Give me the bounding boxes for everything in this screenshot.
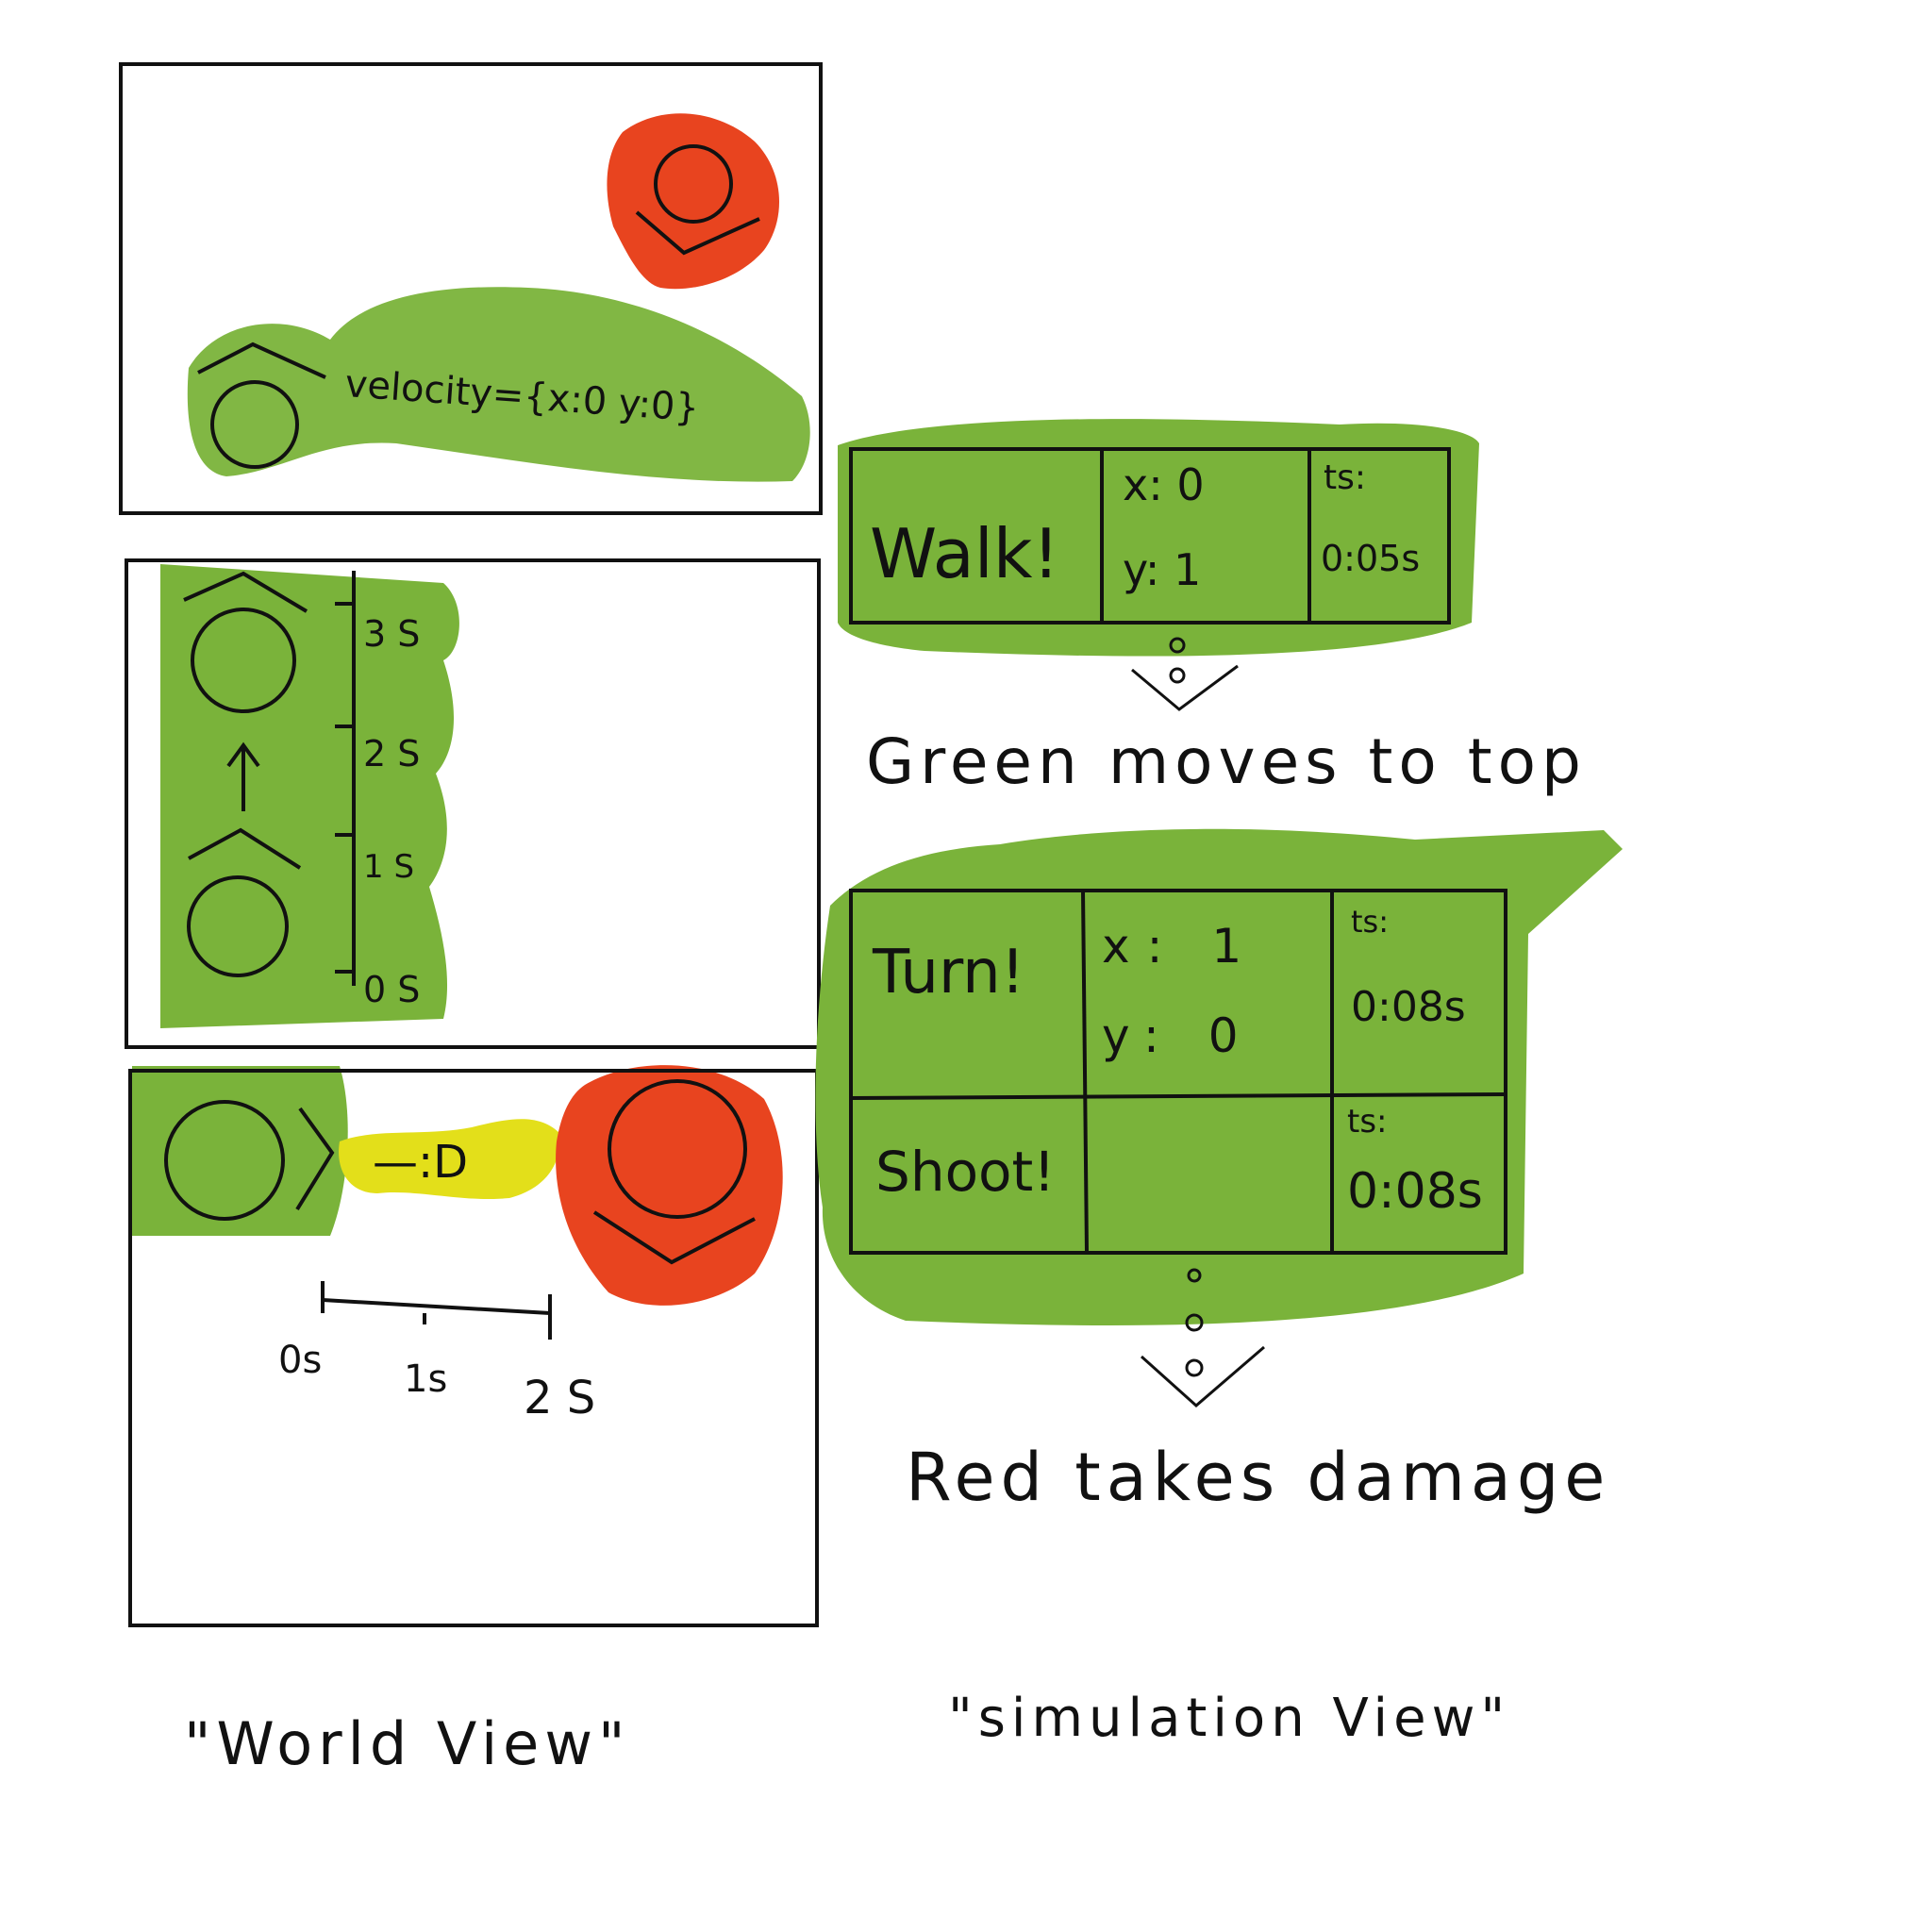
green-character-facing-chevron — [197, 341, 326, 379]
bullet-label: —:D — [373, 1136, 468, 1189]
turn-ts-label: ts: — [1351, 904, 1389, 940]
green-shooter-blob — [132, 1066, 348, 1236]
simulation-view-label: "simulation View" — [948, 1688, 1510, 1749]
move-up-arrow-head — [226, 741, 260, 768]
red-enemy-blob — [607, 113, 780, 290]
world-panel-2-frame — [125, 558, 821, 1049]
green-path-blob — [160, 564, 459, 1028]
target-facing-chevron — [592, 1210, 756, 1265]
turn-ts-value: 0:08s — [1351, 983, 1466, 1031]
time-axis-horizontal — [322, 1298, 551, 1315]
turn-shoot-col-divider-1 — [1081, 890, 1089, 1254]
walk-y-value: y: 1 — [1123, 544, 1201, 595]
tick-label-3s: 3 S — [363, 613, 420, 655]
yellow-bullet-trail — [339, 1119, 560, 1200]
walk-action: Walk! — [870, 514, 1059, 593]
world-panel-3: —:D 0s 1s 2 S — [128, 1065, 819, 1627]
walk-table-frame — [849, 447, 1451, 625]
h-tick-label-2s: 2 S — [524, 1372, 595, 1424]
tick-label-2s: 2 S — [363, 733, 420, 774]
top-character-chevron — [183, 571, 308, 613]
walk-x-value: x: 0 — [1123, 459, 1205, 510]
shoot-action: Shoot! — [875, 1140, 1056, 1204]
green-character-body — [210, 380, 299, 469]
time-axis-horizontal-ticks — [321, 1281, 552, 1340]
h-tick-label-0s: 0s — [278, 1339, 322, 1382]
shoot-ts-label: ts: — [1347, 1103, 1388, 1141]
target-character-body — [608, 1079, 747, 1219]
turn-shoot-table-frame — [849, 889, 1507, 1255]
turn-y-value: y: 0 — [1102, 1008, 1256, 1063]
turn-x-value: x: 1 — [1102, 919, 1258, 974]
shooter-character-body — [164, 1100, 285, 1221]
red-target-blob — [556, 1065, 783, 1306]
simulation-turn-shoot-block: Turn! x: 1 y: 0 ts: 0:08s Shoot! ts: 0:0… — [815, 828, 1623, 1325]
turn-shoot-row-divider — [850, 1092, 1507, 1100]
green-trail-blob — [187, 287, 810, 482]
world-panel-3-frame — [128, 1069, 819, 1627]
flow-arrow-1 — [1131, 637, 1239, 711]
simulation-walk-block: Walk! x: 0 y: 1 ts: 0:05s — [838, 419, 1479, 657]
world-panel-1-frame — [119, 62, 823, 515]
walk-ts-value: 0:05s — [1321, 538, 1420, 579]
tick-label-1s: 1 S — [363, 848, 414, 886]
top-character-body — [191, 608, 296, 713]
walk-green-background — [838, 419, 1479, 657]
shoot-ts-value: 0:08s — [1347, 1163, 1483, 1220]
caption-red-takes-damage: Red takes damage — [906, 1439, 1610, 1516]
world-panel-1: velocity={x:0 y:0} — [119, 62, 823, 515]
turn-action: Turn! — [872, 938, 1024, 1008]
walk-ts-label: ts: — [1324, 458, 1366, 497]
time-axis-ticks — [335, 602, 354, 974]
turn-shoot-green-background — [815, 828, 1623, 1325]
world-view-label: "World View" — [184, 1709, 631, 1778]
red-character-body — [654, 144, 733, 224]
bottom-character-body — [187, 875, 289, 977]
tick-label-0s: 0 S — [363, 969, 420, 1010]
shooter-facing-chevron — [295, 1107, 335, 1211]
flow-arrow-2 — [1140, 1268, 1265, 1407]
caption-green-moves: Green moves to top — [866, 725, 1587, 798]
h-tick-label-1s: 1s — [404, 1357, 447, 1401]
world-panel-2: 3 S 2 S 1 S 0 S — [125, 558, 821, 1049]
red-character-facing-chevron — [635, 210, 760, 256]
bottom-character-chevron — [188, 827, 302, 870]
